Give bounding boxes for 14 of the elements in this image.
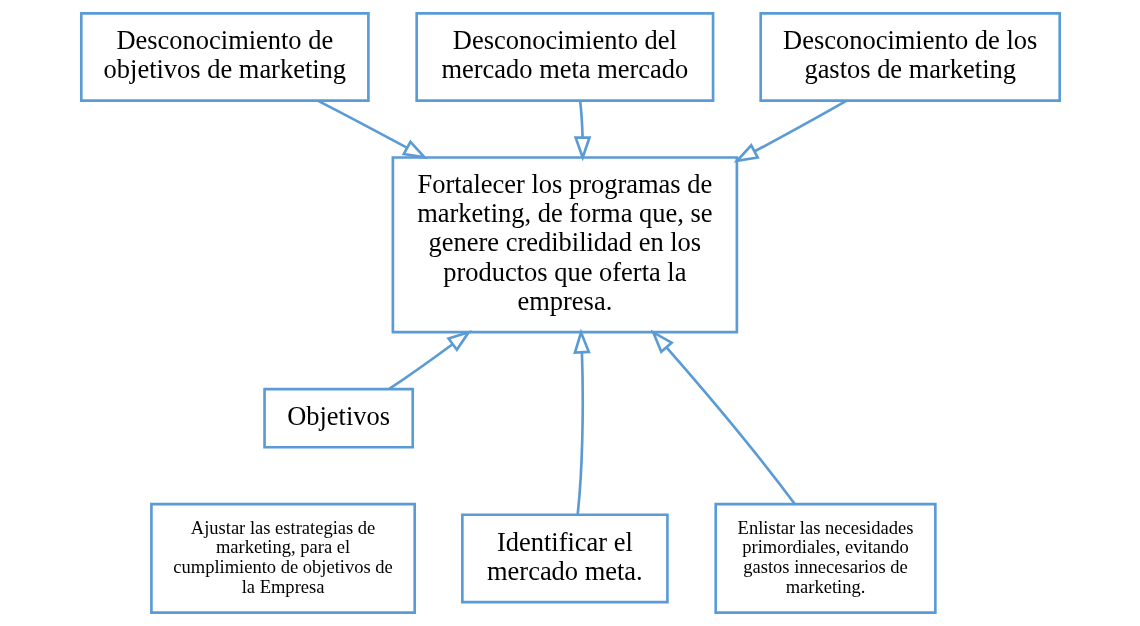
arrow xyxy=(573,100,591,162)
node-box: Ajustar las estrategias de marketing, para el cumplimiento de objetivos de la Empresa xyxy=(149,502,416,614)
node-box: Desconocimiento de objetivos de marketing xyxy=(79,12,370,102)
arrow xyxy=(732,99,847,163)
node-box: Enlistar las necesidades primordiales, evitando gastos innecesarios de marketing. xyxy=(713,502,937,614)
node-box: Objetivos xyxy=(262,387,414,449)
arrow xyxy=(572,328,591,515)
node-box: Desconocimiento de los gastos de marketing xyxy=(758,12,1061,102)
arrow xyxy=(650,329,796,505)
node-box: Desconocimiento del mercado meta mercado xyxy=(414,12,714,102)
node-box: Identificar el mercado meta. xyxy=(460,513,669,604)
arrow xyxy=(317,99,428,160)
node-box: Fortalecer los programas de marketing, de forma que, se genere credibilidad en los productos que oferta la empresa. xyxy=(391,156,738,334)
arrow xyxy=(387,329,472,391)
